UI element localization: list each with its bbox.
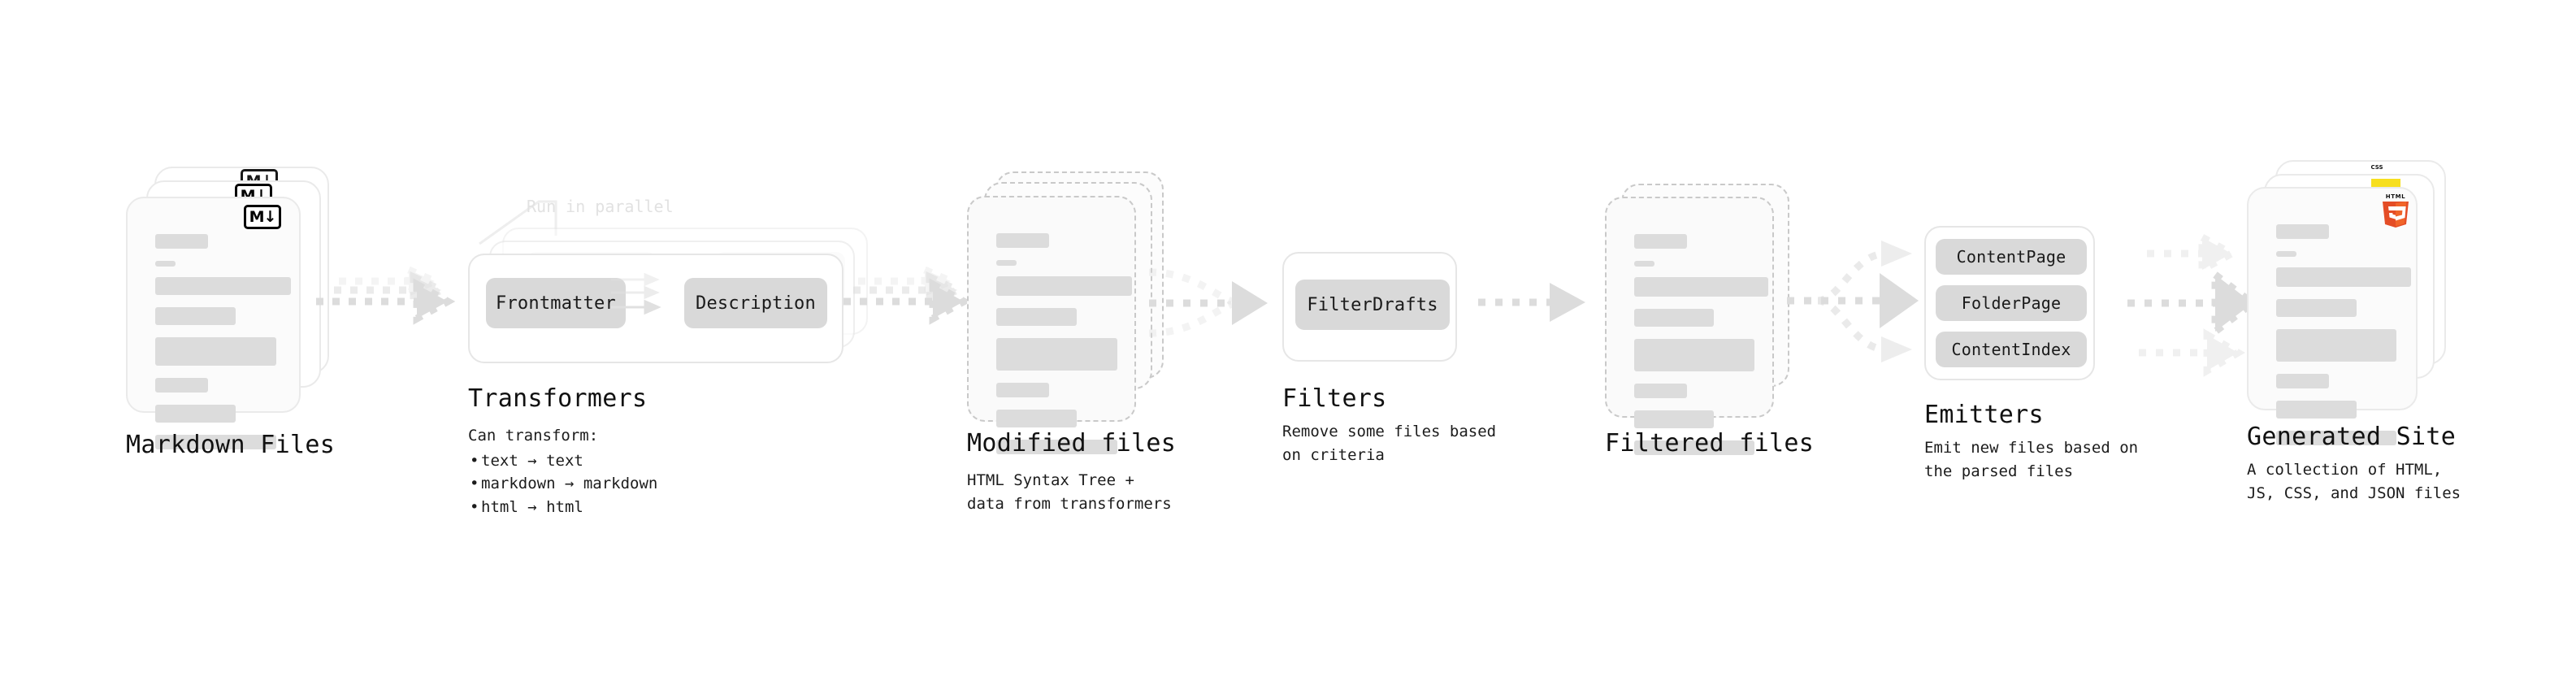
arrow-filters-to-filtered [1478,283,1585,322]
emitter-node-folderpage[interactable]: FolderPage [1936,285,2087,321]
filter-node-filterdrafts[interactable]: FilterDrafts [1295,280,1450,330]
transformer-node-description[interactable]: Description [684,278,827,328]
transformers-note-item: text → text [468,449,657,473]
svg-text:HTML: HTML [2386,193,2405,200]
emitters-subtitle: Emit new files based on the parsed files [1924,439,2139,480]
generated-placeholder-lines [2276,224,2411,458]
transformers-note: Can transform: text → text markdown → ma… [468,424,657,518]
markdown-file-card-front [126,197,301,449]
modified-files-title: Modified files [967,429,1177,458]
modified-file-card-front [967,196,1136,454]
arrow-modified-to-filters [1148,268,1268,337]
filters-title: Filters [1282,384,1387,413]
generated-site-title: Generated Site [2247,423,2457,451]
transformers-note-item: markdown → markdown [468,472,657,496]
emitters-title: Emitters [1924,401,2044,429]
transformers-note-heading: Can transform: [468,427,599,445]
transformers-note-item: html → html [468,496,657,519]
arrow-markdown-to-transformers [316,264,456,325]
run-in-parallel-label: Run in parallel [527,197,674,216]
emitters-box[interactable]: ContentPage FolderPage ContentIndex [1924,226,2095,380]
transformers-title: Transformers [468,384,648,413]
transformer-node-frontmatter[interactable]: Frontmatter [486,278,626,328]
generated-site-subtitle: A collection of HTML, JS, CSS, and JSON … [2247,461,2461,502]
arrow-frontmatter-to-description [611,272,661,315]
emitter-node-contentindex[interactable]: ContentIndex [1936,332,2087,367]
filtered-file-card-front [1605,197,1774,455]
filters-box[interactable]: FilterDrafts [1282,252,1457,362]
css-badge-label: CSS [2370,164,2383,171]
filtered-placeholder-lines [1634,234,1768,467]
markdown-placeholder-lines [155,234,291,462]
modified-placeholder-lines [996,233,1132,466]
html5-badge-icon: HTML [2383,193,2409,228]
markdown-badge-icon: M↓ [244,205,281,229]
arrow-transformers-to-modified [843,264,972,325]
transformers-note-list: text → text markdown → markdown html → h… [468,449,657,519]
run-in-parallel-leader [479,200,557,245]
filters-subtitle: Remove some files based on criteria [1282,423,1497,464]
emitter-node-contentpage[interactable]: ContentPage [1936,239,2087,275]
arrow-filtered-to-emitters [1787,241,1919,362]
markdown-files-title: Markdown Files [126,431,336,459]
modified-files-subtitle: HTML Syntax Tree + data from transformer… [967,471,1172,513]
arrow-emitters-to-generated [2127,231,2259,377]
filtered-files-title: Filtered files [1605,429,1815,458]
